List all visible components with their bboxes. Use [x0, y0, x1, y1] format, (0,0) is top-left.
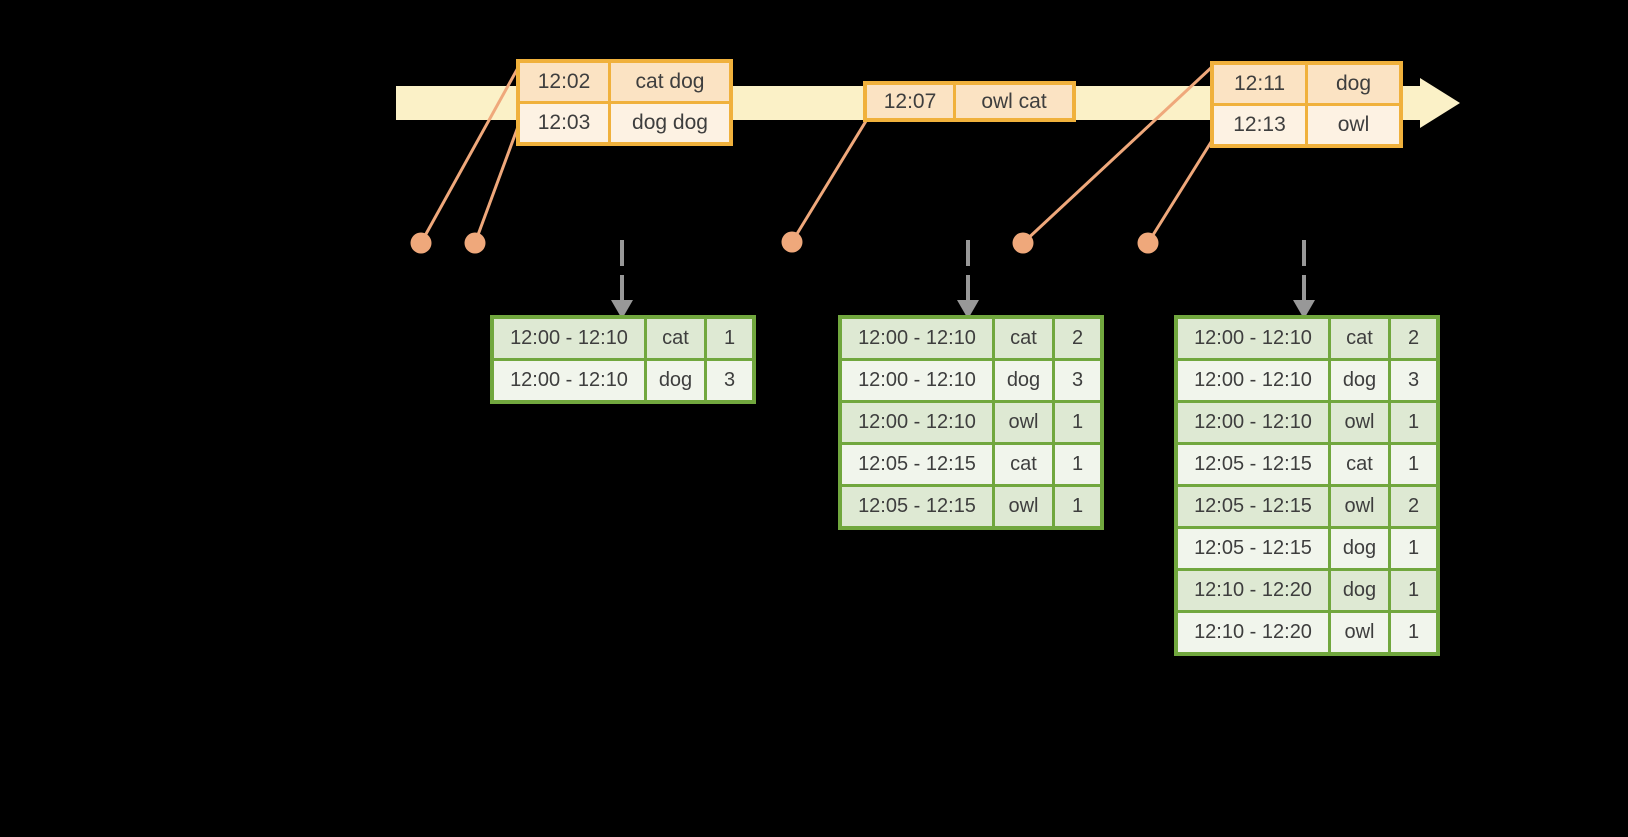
- count-cell: 1: [1388, 442, 1440, 487]
- table-row: 12:00 - 12:10 cat 1: [490, 315, 756, 361]
- event-time-cell: 12:11: [1210, 61, 1308, 106]
- table-row: 12:00 - 12:10 owl 1: [1174, 400, 1440, 445]
- event-time-cell: 12:07: [863, 81, 956, 122]
- window-cell: 12:05 - 12:15: [1174, 484, 1331, 529]
- table-row: 12:00 - 12:10 cat 2: [1174, 315, 1440, 361]
- word-cell: owl: [1328, 610, 1391, 656]
- count-cell: 1: [1388, 610, 1440, 656]
- event-time-cell: 12:13: [1210, 103, 1308, 148]
- word-cell: cat: [1328, 442, 1391, 487]
- table-row: 12:13 owl: [1210, 103, 1403, 148]
- leader-line: [419, 65, 521, 244]
- event-table-3: 12:11 dog 12:13 owl: [1210, 61, 1403, 148]
- table-row: 12:02 cat dog: [516, 59, 733, 104]
- trigger-arrow-icon: [611, 240, 633, 319]
- window-cell: 12:05 - 12:15: [1174, 526, 1331, 571]
- count-cell: 1: [1388, 526, 1440, 571]
- event-words-cell: owl cat: [953, 81, 1076, 122]
- table-row: 12:00 - 12:10 cat 2: [838, 315, 1104, 361]
- table-row: 12:00 - 12:10 dog 3: [1174, 358, 1440, 403]
- word-cell: dog: [1328, 568, 1391, 613]
- count-cell: 1: [704, 315, 756, 361]
- word-cell: cat: [644, 315, 707, 361]
- table-row: 12:05 - 12:15 owl 2: [1174, 484, 1440, 529]
- event-table-1: 12:02 cat dog 12:03 dog dog: [516, 59, 733, 146]
- leader-line: [473, 123, 521, 244]
- event-dot: [464, 232, 486, 254]
- count-cell: 1: [1052, 442, 1104, 487]
- table-row: 12:00 - 12:10 owl 1: [838, 400, 1104, 445]
- count-cell: 1: [1052, 400, 1104, 445]
- table-row: 12:05 - 12:15 owl 1: [838, 484, 1104, 530]
- leader-line: [1146, 138, 1215, 244]
- word-cell: owl: [992, 400, 1055, 445]
- table-row: 12:05 - 12:15 cat 1: [1174, 442, 1440, 487]
- word-cell: dog: [644, 358, 707, 404]
- word-cell: owl: [1328, 400, 1391, 445]
- window-cell: 12:00 - 12:10: [490, 358, 647, 404]
- word-cell: owl: [992, 484, 1055, 530]
- window-cell: 12:05 - 12:15: [838, 442, 995, 487]
- event-table-2: 12:07 owl cat: [863, 81, 1076, 122]
- event-words-cell: dog dog: [608, 101, 733, 146]
- table-row: 12:10 - 12:20 dog 1: [1174, 568, 1440, 613]
- result-table-1: 12:00 - 12:10 cat 1 12:00 - 12:10 dog 3: [490, 315, 756, 404]
- word-cell: dog: [1328, 358, 1391, 403]
- event-words-cell: dog: [1305, 61, 1403, 106]
- window-cell: 12:05 - 12:15: [838, 484, 995, 530]
- count-cell: 1: [1388, 568, 1440, 613]
- table-row: 12:07 owl cat: [863, 81, 1076, 122]
- word-cell: dog: [992, 358, 1055, 403]
- event-time-cell: 12:03: [516, 101, 611, 146]
- window-cell: 12:10 - 12:20: [1174, 568, 1331, 613]
- count-cell: 1: [1388, 400, 1440, 445]
- window-cell: 12:00 - 12:10: [838, 400, 995, 445]
- window-cell: 12:00 - 12:10: [838, 315, 995, 361]
- event-words-cell: owl: [1305, 103, 1403, 148]
- trigger-arrow-icon: [957, 240, 979, 319]
- count-cell: 2: [1388, 315, 1440, 361]
- count-cell: 2: [1388, 484, 1440, 529]
- timeline-arrowhead-icon: [1420, 78, 1460, 128]
- table-row: 12:10 - 12:20 owl 1: [1174, 610, 1440, 656]
- word-cell: cat: [1328, 315, 1391, 361]
- count-cell: 3: [704, 358, 756, 404]
- count-cell: 1: [1052, 484, 1104, 530]
- event-dot: [410, 232, 432, 254]
- table-row: 12:03 dog dog: [516, 101, 733, 146]
- window-cell: 12:00 - 12:10: [490, 315, 647, 361]
- table-row: 12:00 - 12:10 dog 3: [490, 358, 756, 404]
- count-cell: 3: [1388, 358, 1440, 403]
- leader-line: [790, 120, 868, 243]
- table-row: 12:11 dog: [1210, 61, 1403, 106]
- event-dot: [1012, 232, 1034, 254]
- event-dot: [781, 231, 803, 253]
- window-cell: 12:00 - 12:10: [1174, 400, 1331, 445]
- word-cell: owl: [1328, 484, 1391, 529]
- count-cell: 3: [1052, 358, 1104, 403]
- window-cell: 12:00 - 12:10: [1174, 315, 1331, 361]
- table-row: 12:05 - 12:15 cat 1: [838, 442, 1104, 487]
- event-words-cell: cat dog: [608, 59, 733, 104]
- window-cell: 12:00 - 12:10: [838, 358, 995, 403]
- window-cell: 12:00 - 12:10: [1174, 358, 1331, 403]
- result-table-2: 12:00 - 12:10 cat 2 12:00 - 12:10 dog 3 …: [838, 315, 1104, 530]
- word-cell: cat: [992, 442, 1055, 487]
- trigger-arrow-icon: [1293, 240, 1315, 319]
- leader-line: [1021, 64, 1215, 245]
- event-time-cell: 12:02: [516, 59, 611, 104]
- table-row: 12:05 - 12:15 dog 1: [1174, 526, 1440, 571]
- word-cell: cat: [992, 315, 1055, 361]
- result-table-3: 12:00 - 12:10 cat 2 12:00 - 12:10 dog 3 …: [1174, 315, 1440, 656]
- window-cell: 12:10 - 12:20: [1174, 610, 1331, 656]
- table-row: 12:00 - 12:10 dog 3: [838, 358, 1104, 403]
- count-cell: 2: [1052, 315, 1104, 361]
- word-cell: dog: [1328, 526, 1391, 571]
- event-dot: [1137, 232, 1159, 254]
- window-cell: 12:05 - 12:15: [1174, 442, 1331, 487]
